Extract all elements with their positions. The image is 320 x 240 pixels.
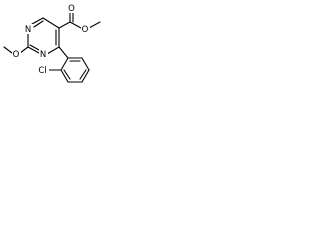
bond-c5-carbonyl xyxy=(58,21,71,29)
ester-oxygen-label: O xyxy=(82,25,89,35)
bond-c4-n3 xyxy=(46,46,60,55)
chemical-structure: O O O N N Cl xyxy=(3,3,101,83)
bond-c6-c5 xyxy=(42,17,60,29)
bond-methoxy-o-methyl xyxy=(3,46,13,54)
bond-c2-methoxy-o xyxy=(19,46,29,54)
bond-c4p-c5p-inner xyxy=(79,69,87,80)
chlorophenyl-group xyxy=(47,46,90,83)
bond-c4p-c5p xyxy=(81,69,90,83)
methoxy-oxygen-label: O xyxy=(13,50,20,60)
methoxy-group xyxy=(3,46,29,54)
bond-n1-c6-inner xyxy=(33,20,44,28)
chlorine-label: Cl xyxy=(38,66,46,76)
bond-carbonyl-ester-o xyxy=(69,21,82,29)
bond-c4-ipso xyxy=(58,46,69,59)
bond-ester-o-methyl xyxy=(88,21,101,29)
carbonyl-oxygen-label: O xyxy=(68,4,75,14)
bond-ipso-c2p xyxy=(60,57,69,71)
methyl-ester-group xyxy=(58,11,101,29)
pyrimidine-ring xyxy=(27,17,60,55)
bond-n3-c2-inner xyxy=(29,44,40,51)
ring-nitrogen-n3-label: N xyxy=(40,50,46,60)
bond-c2p-c3p-inner xyxy=(63,69,71,80)
ring-nitrogen-n1-label: N xyxy=(25,25,31,35)
bond-n3-c2 xyxy=(27,46,40,54)
bond-c5p-c6p xyxy=(81,57,90,71)
atom-labels: O O O N N Cl xyxy=(12,3,90,76)
bond-n1-c6 xyxy=(31,17,44,25)
bond-c2p-c3p xyxy=(60,69,69,83)
